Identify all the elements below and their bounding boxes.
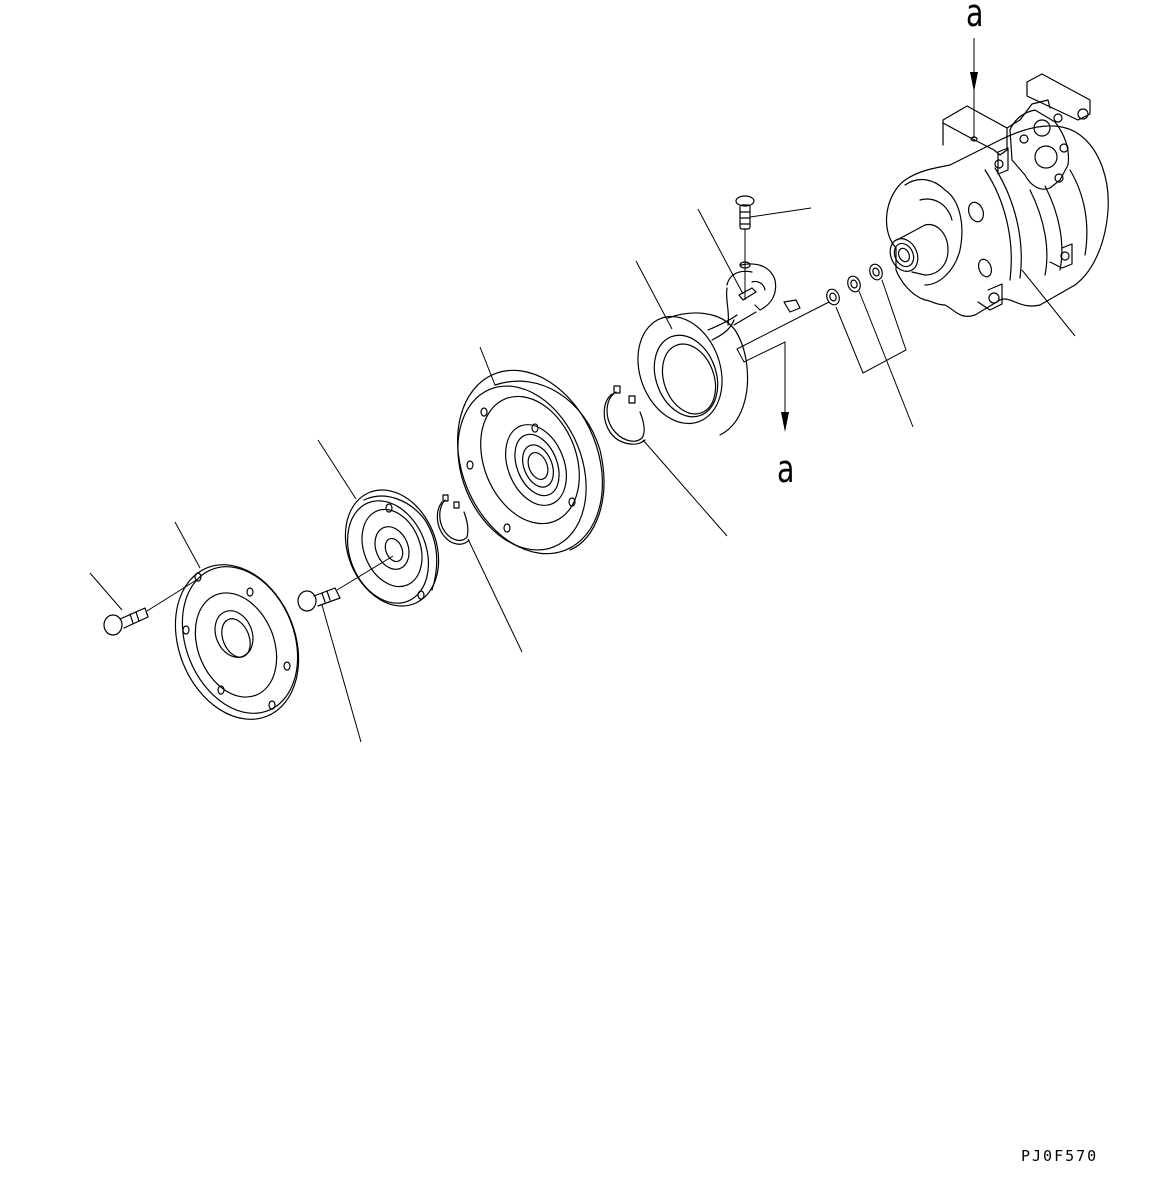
pressure-plate[interactable] [317,439,455,620]
stator-coil[interactable] [624,260,830,436]
callout-a-top-arrow [970,38,978,142]
rotor-pulley[interactable] [431,346,628,576]
compressor-body[interactable] [885,73,1109,337]
center-bolt[interactable] [297,555,394,743]
snap-ring-large[interactable] [603,385,728,537]
cover-plate[interactable] [153,521,320,738]
callout-a-top: a [966,0,984,35]
shims[interactable] [825,262,914,428]
snap-ring-small[interactable] [436,494,523,653]
screw-top[interactable] [735,195,812,300]
callout-a-bottom: a [777,447,795,491]
lead-wire-clamp[interactable] [697,208,801,313]
cover-bolt[interactable] [89,572,199,636]
drawing-code: PJ0F570 [1021,1147,1099,1165]
